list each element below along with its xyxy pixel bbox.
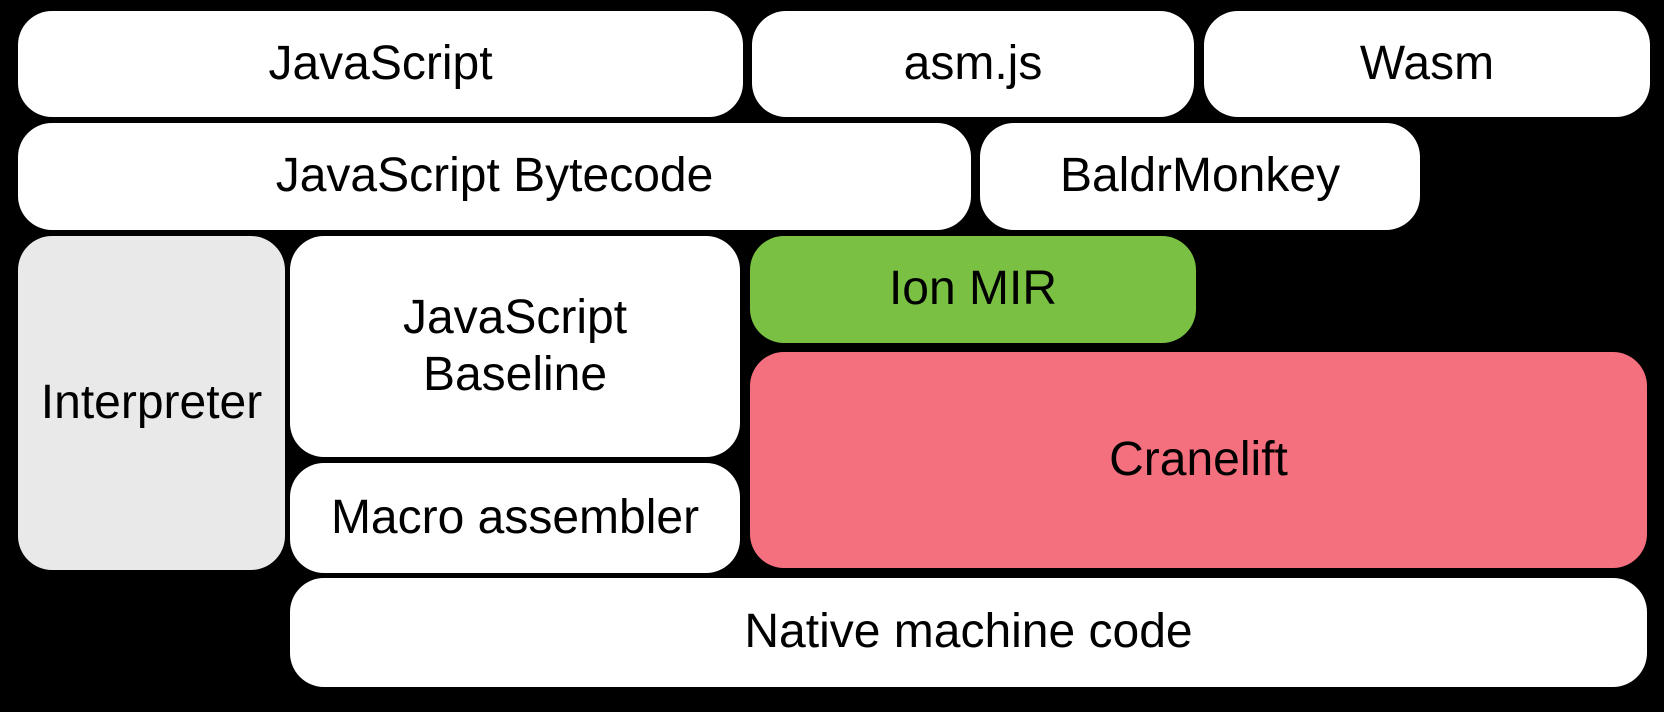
box-javascript: JavaScript [18,11,743,117]
box-native-machine-code: Native machine code [290,578,1647,687]
box-wasm-label: Wasm [1359,36,1495,90]
box-macro-assembler-label: Macro assembler [330,490,700,544]
box-baldrmonkey-label: BaldrMonkey [1059,149,1341,203]
box-baldrmonkey: BaldrMonkey [980,123,1420,230]
box-asmjs-label: asm.js [903,36,1043,90]
box-javascript-bytecode-label: JavaScript Bytecode [275,149,714,203]
box-cranelift-label: Cranelift [1109,432,1288,486]
box-wasm: Wasm [1204,11,1650,117]
box-javascript-label: JavaScript [268,36,493,90]
box-ion-mir-label: Ion MIR [888,262,1058,316]
box-interpreter-label: Interpreter [40,375,263,429]
box-interpreter: Interpreter [18,236,285,570]
box-javascript-bytecode: JavaScript Bytecode [18,123,971,230]
box-macro-assembler: Macro assembler [290,463,740,573]
box-native-machine-code-label: Native machine code [744,605,1193,659]
box-javascript-baseline-label: JavaScript Baseline [402,291,628,401]
box-ion-mir: Ion MIR [750,236,1196,343]
box-cranelift: Cranelift [750,352,1647,568]
box-javascript-baseline: JavaScript Baseline [290,236,740,457]
box-asmjs: asm.js [752,11,1194,117]
